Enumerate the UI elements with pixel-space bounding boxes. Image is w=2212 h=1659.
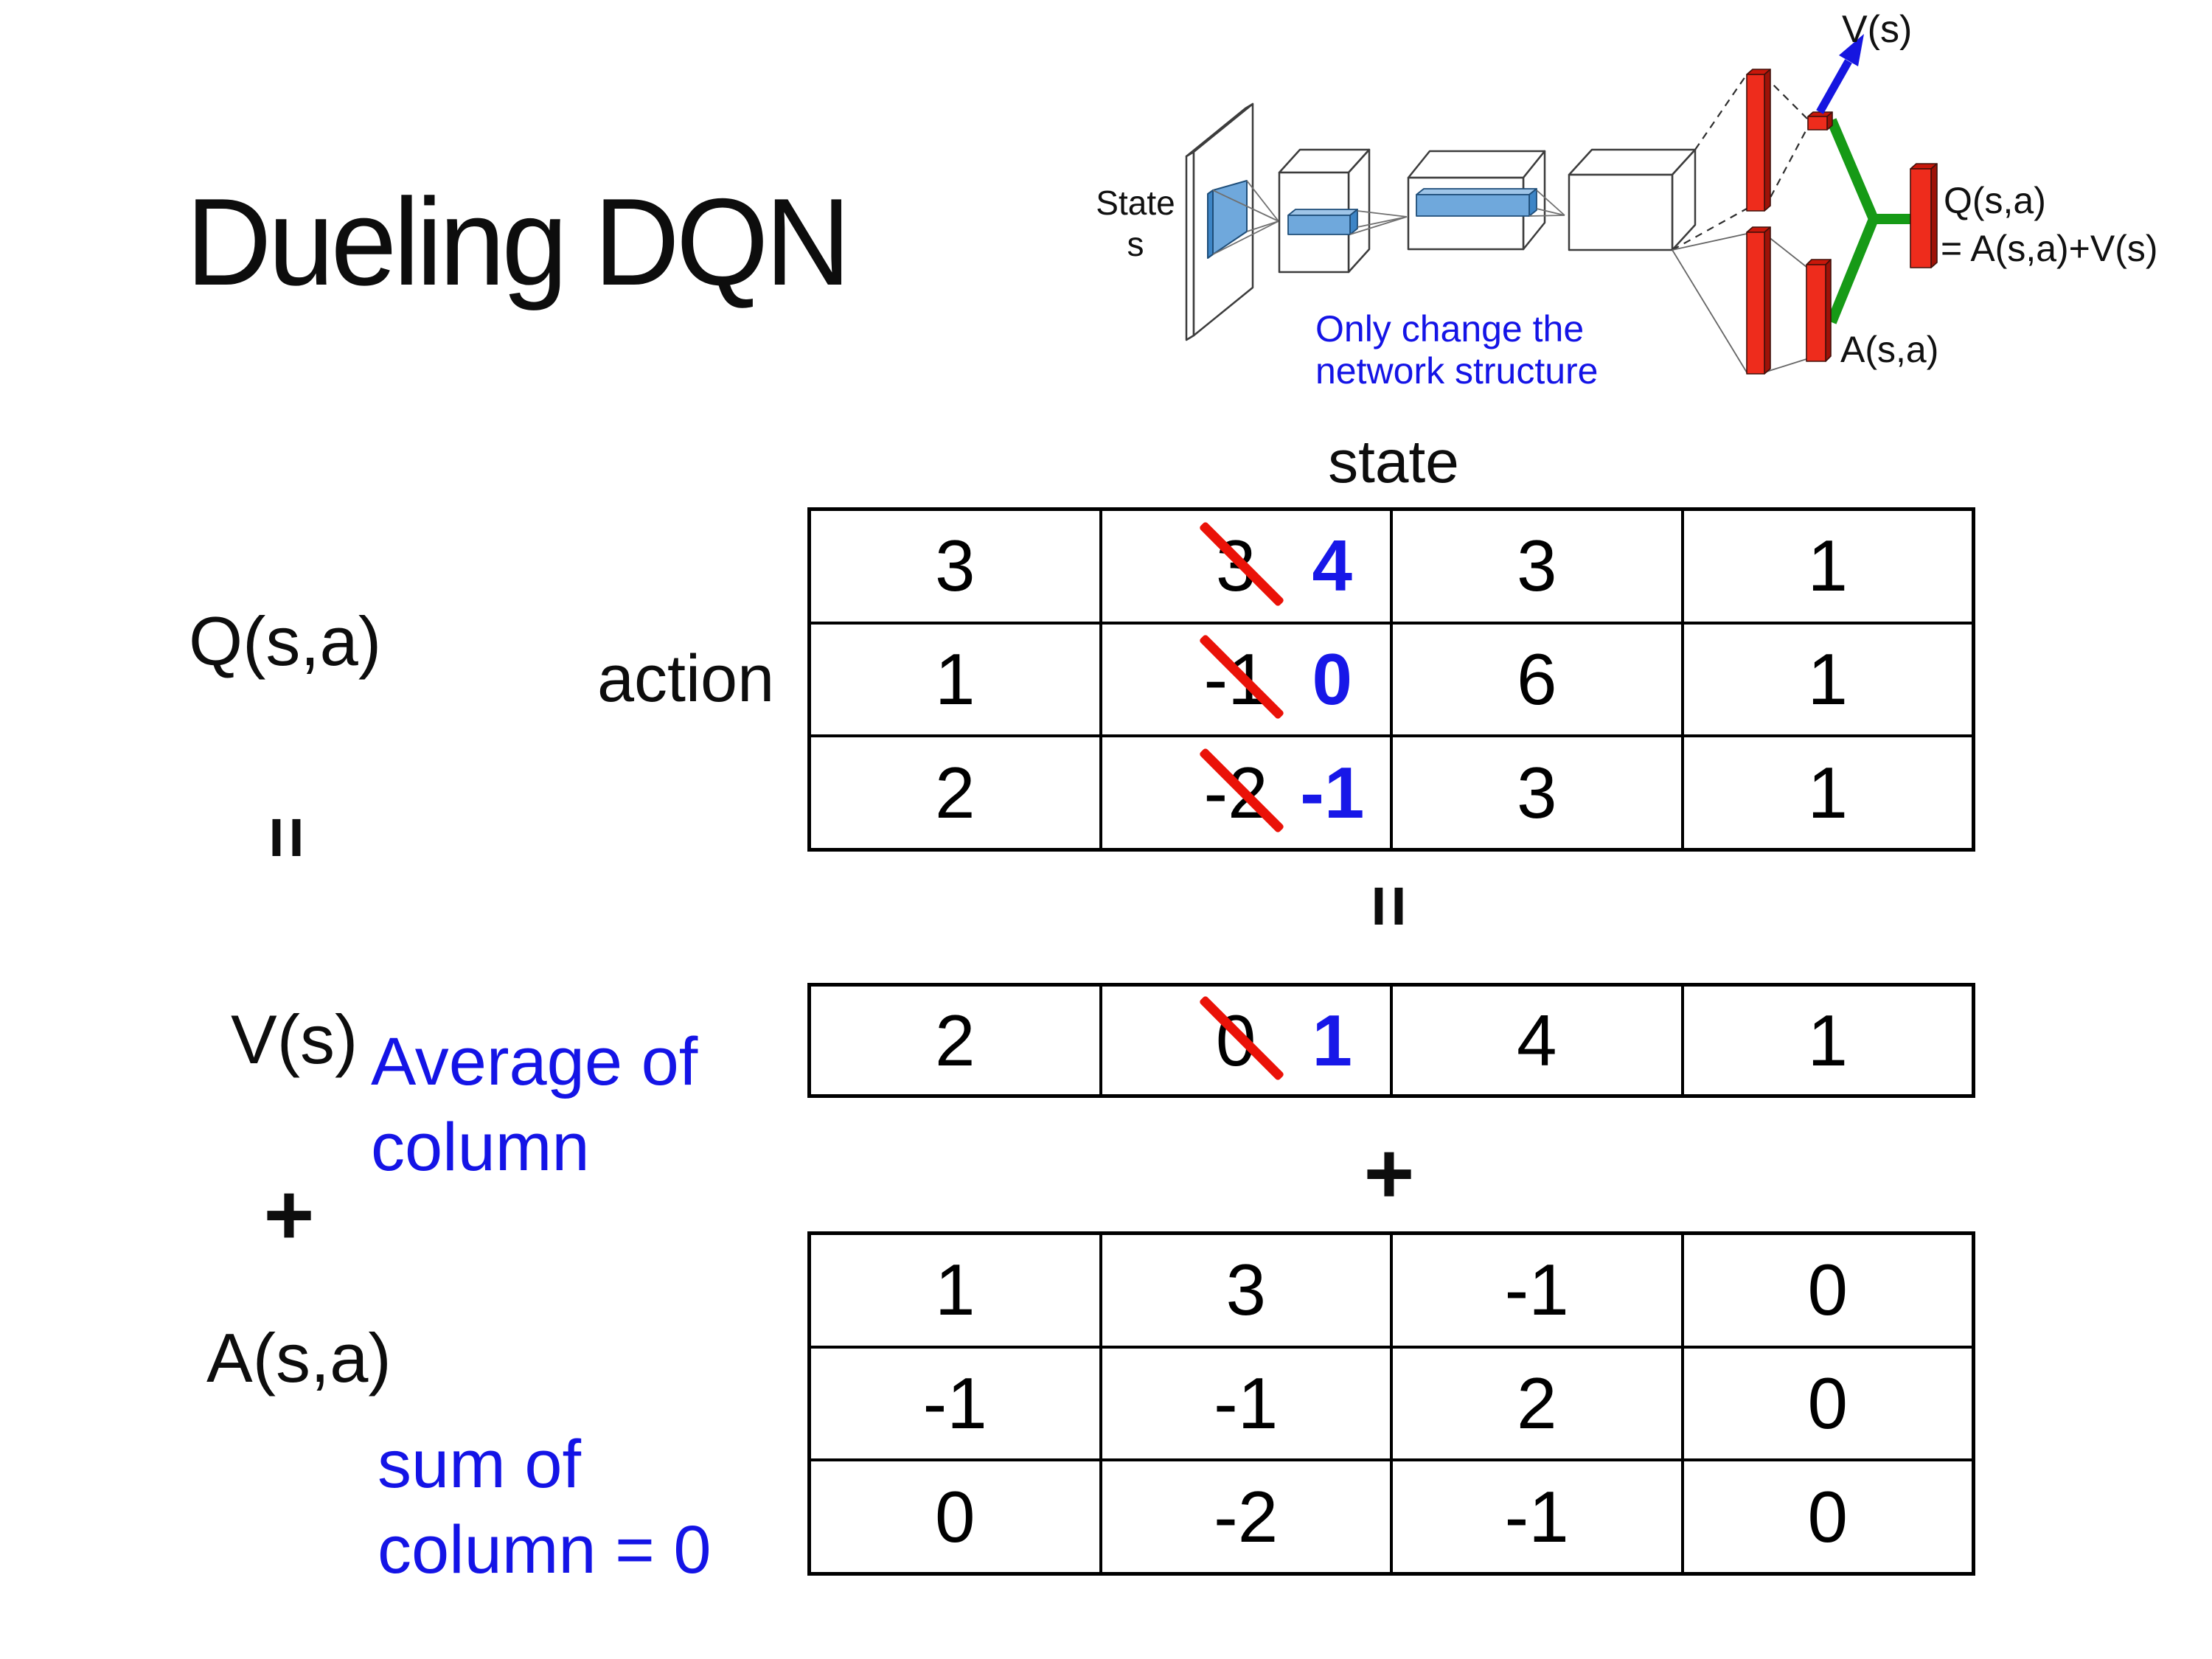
q-cell-2-2: 3 bbox=[1391, 736, 1683, 849]
v-cell-2: 4 bbox=[1391, 985, 1683, 1096]
dashed-links bbox=[1672, 74, 1809, 251]
fc-bar-advantage-tall bbox=[1746, 226, 1771, 375]
advantage-table: 1 3 -1 0 -1 -1 2 0 0 -2 -1 0 bbox=[807, 1231, 1975, 1576]
a-cell-2-1: -2 bbox=[1100, 1460, 1391, 1573]
input-plate-shape bbox=[1185, 102, 1254, 341]
conv-fan-lines bbox=[1349, 210, 1408, 235]
q-cell-1-3: 1 bbox=[1682, 622, 1973, 737]
plus-sign-left: + bbox=[263, 1166, 315, 1264]
v-function-label: V(s) bbox=[231, 1001, 358, 1078]
solid-links bbox=[1672, 233, 1807, 373]
conv-layer-cube-3 bbox=[1568, 148, 1697, 251]
equals-sign-left: = bbox=[246, 815, 328, 860]
plus-sign-center: + bbox=[1363, 1125, 1415, 1222]
diagram-state-label: State bbox=[1096, 184, 1175, 222]
conv-filter-icon bbox=[1207, 180, 1248, 259]
diagram-a-output-label: A(s,a) bbox=[1840, 329, 1938, 370]
a-cell-1-1: -1 bbox=[1100, 1346, 1391, 1461]
v-cell-3: 1 bbox=[1682, 985, 1973, 1096]
sum-of-column-note: sum of column = 0 bbox=[378, 1422, 712, 1593]
q-function-label: Q(s,a) bbox=[189, 602, 382, 680]
diagram-state-s-label: s bbox=[1127, 225, 1144, 263]
v-cell-1: 0 1 bbox=[1100, 985, 1391, 1096]
q-cell-2-1: -2 -1 bbox=[1100, 736, 1391, 849]
a-cell-2-0: 0 bbox=[810, 1460, 1101, 1573]
a-cell-1-3: 0 bbox=[1682, 1346, 1973, 1461]
state-axis-label: state bbox=[1328, 428, 1459, 495]
slide-title: Dueling DQN bbox=[186, 173, 851, 311]
q-cell-0-2: 3 bbox=[1391, 509, 1683, 623]
conv-layer-cube-2 bbox=[1407, 150, 1546, 251]
a-cell-0-1: 3 bbox=[1100, 1234, 1391, 1347]
diagram-note-line1: Only change the bbox=[1315, 308, 1584, 349]
conv-layer-cube-1 bbox=[1278, 148, 1371, 274]
new-value: -1 bbox=[1300, 751, 1365, 833]
note-line: sum of bbox=[378, 1427, 582, 1502]
fc-bar-value-tall bbox=[1746, 69, 1771, 212]
a-cell-1-0: -1 bbox=[810, 1346, 1101, 1461]
conv-fan-lines bbox=[1528, 189, 1565, 217]
feature-map-bar-1 bbox=[1287, 209, 1358, 235]
value-arrow-icon bbox=[1816, 34, 1864, 114]
a-cell-0-0: 1 bbox=[810, 1234, 1101, 1347]
advantage-output-bar bbox=[1806, 259, 1832, 362]
equals-sign-center: = bbox=[1348, 884, 1430, 928]
v-value-table: 2 0 1 4 1 bbox=[807, 983, 1975, 1098]
new-value: 4 bbox=[1312, 525, 1353, 607]
q-cell-0-1: 3 4 bbox=[1100, 509, 1391, 623]
diagram-q-output-label: Q(s,a) bbox=[1944, 180, 2046, 221]
average-of-column-note: Average of column bbox=[371, 1019, 698, 1190]
a-cell-0-2: -1 bbox=[1391, 1234, 1683, 1347]
q-cell-1-1: -1 0 bbox=[1100, 622, 1391, 737]
action-axis-label: action bbox=[597, 642, 775, 716]
q-cell-0-0: 3 bbox=[810, 509, 1101, 623]
aggregation-link bbox=[1826, 118, 1910, 324]
q-output-bar bbox=[1910, 163, 1938, 268]
a-cell-2-3: 0 bbox=[1682, 1460, 1973, 1573]
a-cell-0-3: 0 bbox=[1682, 1234, 1973, 1347]
q-cell-1-2: 6 bbox=[1391, 622, 1683, 737]
v-cell-0: 2 bbox=[810, 985, 1101, 1096]
q-cell-2-0: 2 bbox=[810, 736, 1101, 849]
a-function-label: A(s,a) bbox=[206, 1319, 392, 1397]
note-line: column = 0 bbox=[378, 1512, 712, 1587]
q-value-table: 3 3 4 3 1 1 -1 0 6 1 2 -2 -1 3 1 bbox=[807, 507, 1975, 852]
new-value: 1 bbox=[1312, 999, 1353, 1081]
diagram-v-output-label: V(s) bbox=[1842, 8, 1912, 51]
feature-map-bar-2 bbox=[1416, 188, 1537, 217]
q-cell-2-3: 1 bbox=[1682, 736, 1973, 849]
a-cell-1-2: 2 bbox=[1391, 1346, 1683, 1461]
new-value: 0 bbox=[1312, 638, 1353, 720]
note-line: column bbox=[371, 1110, 590, 1185]
conv-fan-lines bbox=[1212, 180, 1279, 255]
q-cell-1-0: 1 bbox=[810, 622, 1101, 737]
q-cell-0-3: 1 bbox=[1682, 509, 1973, 623]
value-node-box bbox=[1807, 111, 1833, 131]
note-line: Average of bbox=[371, 1024, 698, 1099]
diagram-note-line2: network structure bbox=[1315, 350, 1598, 392]
diagram-q-formula-label: = A(s,a)+V(s) bbox=[1941, 228, 2158, 269]
a-cell-2-2: -1 bbox=[1391, 1460, 1683, 1573]
